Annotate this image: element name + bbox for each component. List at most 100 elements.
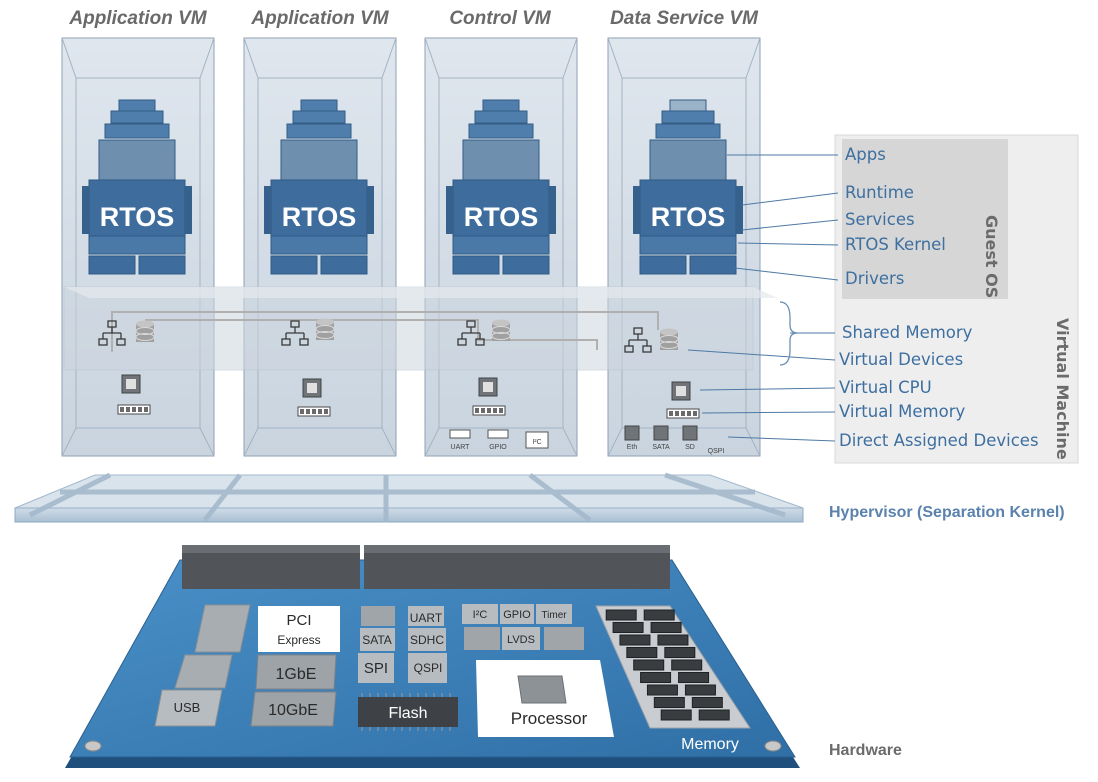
db-ring: [659, 341, 679, 349]
memory-cell: [300, 409, 304, 414]
db-ring: [491, 326, 511, 334]
memory-cell: [324, 409, 328, 414]
sdhc-label: SDHC: [410, 633, 444, 647]
stack-tier: [300, 99, 338, 112]
cpu-core: [483, 382, 493, 392]
db-top: [136, 320, 154, 328]
vm-edge: [61, 427, 77, 457]
stack-driver-right: [320, 255, 368, 275]
db-top: [316, 318, 334, 326]
device-label: SATA: [652, 444, 670, 451]
control-device-2: GPIO: [487, 429, 509, 451]
virtual-machine-label: Virtual Machine: [1053, 318, 1072, 460]
uart-label: UART: [410, 611, 443, 625]
vm-title-3: Control VM: [449, 8, 551, 29]
network-links: [102, 327, 122, 339]
memory-cell: [306, 409, 310, 414]
stack-tier: [474, 110, 528, 124]
rtos-stack-4: RTOS: [633, 99, 743, 275]
i2c-icon: [525, 431, 549, 449]
stack-right-wing: [185, 186, 192, 234]
vm-box-inner: [75, 77, 201, 429]
cpu-core: [126, 379, 136, 389]
database-icon: [135, 320, 155, 342]
memory-chip: [633, 659, 665, 671]
memory-chip: [660, 709, 692, 721]
device-label: SD: [685, 444, 695, 451]
control-device-1: UART: [449, 429, 471, 451]
hypervisor-label: Hypervisor (Separation Kernel): [829, 504, 1065, 521]
stack-driver-left: [270, 255, 318, 275]
stack-tier: [292, 110, 346, 124]
stack-kernel-block: [452, 235, 550, 255]
vm-edge: [199, 37, 215, 79]
memory-chip: [640, 672, 672, 683]
vm-edge: [562, 37, 578, 79]
qspi-label: QSPI: [414, 661, 443, 675]
memory-chip: [678, 672, 710, 683]
vm-edge: [607, 427, 623, 457]
memory-module-icon: [117, 404, 151, 415]
memory-chip: [612, 622, 644, 633]
memory-cell: [681, 411, 685, 416]
db-ring: [315, 325, 335, 333]
memory-chip: [626, 647, 658, 658]
legend-virtual-memory: Virtual Memory: [839, 402, 966, 421]
memory-cell: [687, 411, 691, 416]
cpu-icon: [671, 381, 691, 401]
rtos-label: RTOS: [100, 202, 175, 232]
data-device-1: Eth: [624, 425, 640, 451]
pci-express-label: Express: [277, 633, 320, 647]
rtos-stack-2: RTOS: [264, 99, 374, 275]
stack-tier: [655, 123, 721, 139]
device-label: GPIO: [489, 444, 507, 451]
memory-cell: [132, 407, 136, 412]
legend-rtos-kernel: RTOS Kernel: [845, 235, 946, 254]
port-icon: [449, 429, 471, 439]
memory-chip: [657, 634, 689, 646]
stack-kernel-block: [270, 235, 368, 255]
network-icon: [98, 320, 126, 346]
legend-runtime: Runtime: [845, 183, 914, 202]
stack-driver-right: [689, 255, 737, 275]
device-chip: [653, 425, 669, 441]
memory-chip: [664, 647, 696, 658]
memory-cell: [138, 407, 142, 412]
stack-kernel-block: [88, 235, 186, 255]
cpu-core: [307, 383, 317, 393]
cpu-icon: [121, 374, 141, 394]
memory-chip: [684, 684, 716, 696]
stack-left-wing: [633, 186, 640, 234]
stack-tier: [104, 123, 170, 139]
vm-title-4: Data Service VM: [610, 8, 758, 29]
lvds-label: LVDS: [507, 634, 535, 646]
stack-kernel-block: [639, 235, 737, 255]
cpu-icon: [478, 377, 498, 397]
stack-left-wing: [264, 186, 271, 234]
legend-virtual-cpu: Virtual CPU: [839, 378, 932, 397]
memory-chip: [691, 697, 723, 708]
memory-cell: [126, 407, 130, 412]
hypervisor-grid: [14, 472, 804, 523]
network-icon: [457, 320, 485, 346]
memory-chip: [643, 609, 675, 621]
vm-edge: [243, 37, 259, 79]
memory-chip: [650, 622, 682, 633]
vm-title-2: Application VM: [251, 8, 389, 29]
db-top: [492, 319, 510, 327]
stack-right-wing: [367, 186, 374, 234]
legend-drivers: Drivers: [845, 269, 905, 288]
memory-chip: [698, 709, 730, 721]
pci-label: PCI: [286, 612, 311, 629]
network-links: [461, 327, 481, 339]
vm-edge: [424, 37, 440, 79]
data-device-4: QSPI: [708, 448, 725, 455]
legend-direct-assigned-devices: Direct Assigned Devices: [839, 431, 1039, 450]
memory-cell: [693, 411, 697, 416]
legend-apps: Apps: [845, 145, 886, 164]
gbe10-label: 10GbE: [268, 702, 318, 719]
i2c-label: I²C: [473, 609, 488, 621]
device-label: Eth: [627, 444, 638, 451]
rtos-label: RTOS: [464, 202, 539, 232]
